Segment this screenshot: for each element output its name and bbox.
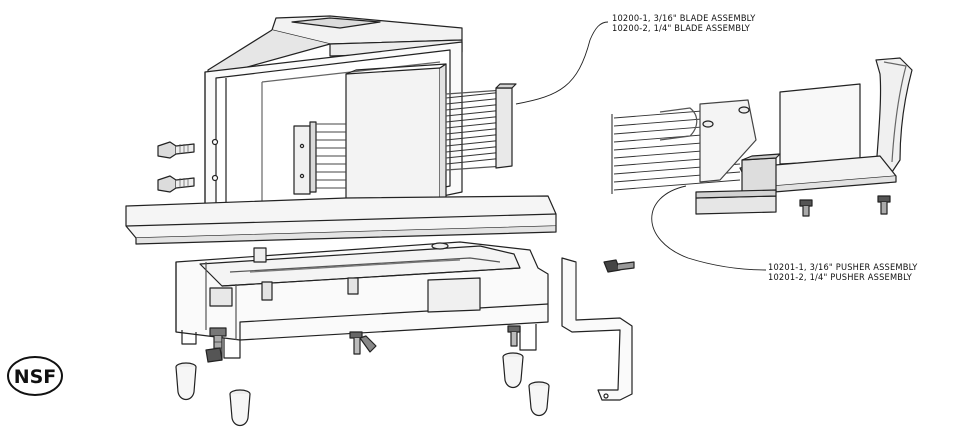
blade-callout-line-1: 10200-1, 3/16" BLADE ASSEMBLY bbox=[612, 13, 756, 24]
bolt-icon bbox=[157, 175, 195, 193]
base-assembly bbox=[175, 241, 549, 359]
screw-icon bbox=[349, 331, 363, 355]
pusher-callout-line-1: 10201-1, 3/16" PUSHER ASSEMBLY bbox=[768, 262, 918, 273]
rubber-foot bbox=[528, 381, 550, 417]
screw-icon bbox=[507, 325, 521, 347]
mounting-bracket bbox=[561, 257, 633, 401]
rubber-foot bbox=[229, 389, 251, 427]
pusher-assembly bbox=[611, 57, 913, 217]
blade-assembly-callout: 10200-1, 3/16" BLADE ASSEMBLY 10200-2, 1… bbox=[612, 14, 756, 34]
nsf-logo-text: NSF bbox=[14, 366, 57, 388]
rubber-foot bbox=[175, 362, 197, 401]
nsf-logo: NSF bbox=[7, 356, 63, 396]
pusher-callout-line-2: 10201-2, 1/4" PUSHER ASSEMBLY bbox=[768, 272, 912, 283]
bolt-icon bbox=[157, 141, 195, 159]
blade-assembly bbox=[125, 15, 557, 245]
blade-callout-line-2: 10200-2, 1/4" BLADE ASSEMBLY bbox=[612, 23, 751, 34]
screw-icon bbox=[603, 259, 635, 273]
rubber-foot bbox=[502, 352, 524, 389]
pusher-leader-line bbox=[651, 185, 767, 271]
blade-leader-line bbox=[515, 21, 609, 105]
screw-icon bbox=[359, 335, 377, 353]
pusher-assembly-callout: 10201-1, 3/16" PUSHER ASSEMBLY 10201-2, … bbox=[768, 263, 917, 283]
screw-icon bbox=[205, 347, 223, 363]
